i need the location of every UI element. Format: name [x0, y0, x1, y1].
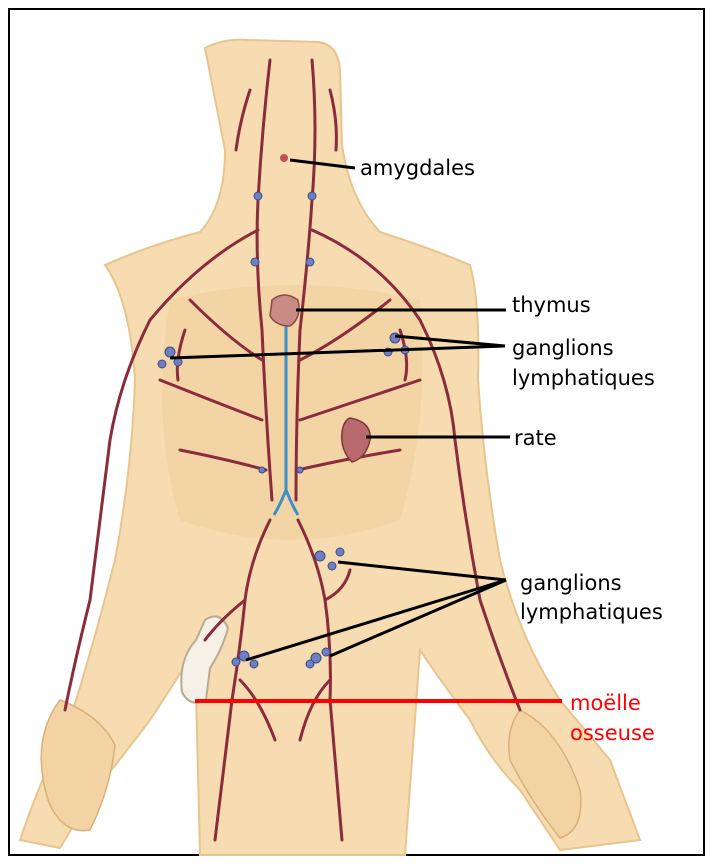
label-moelle-2: osseuse — [570, 720, 655, 746]
label-ganglions-lower-1: ganglions — [520, 570, 622, 596]
label-ganglions-upper-1: ganglions — [512, 335, 614, 361]
label-thymus: thymus — [512, 292, 591, 318]
label-moelle-1: moëlle — [570, 690, 641, 716]
label-rate: rate — [514, 425, 557, 451]
label-amygdales: amygdales — [360, 155, 475, 181]
label-ganglions-upper-2: lymphatiques — [512, 365, 655, 391]
label-ganglions-lower-2: lymphatiques — [520, 599, 663, 625]
thymus-organ — [270, 295, 299, 326]
tonsils-organ — [280, 154, 288, 162]
